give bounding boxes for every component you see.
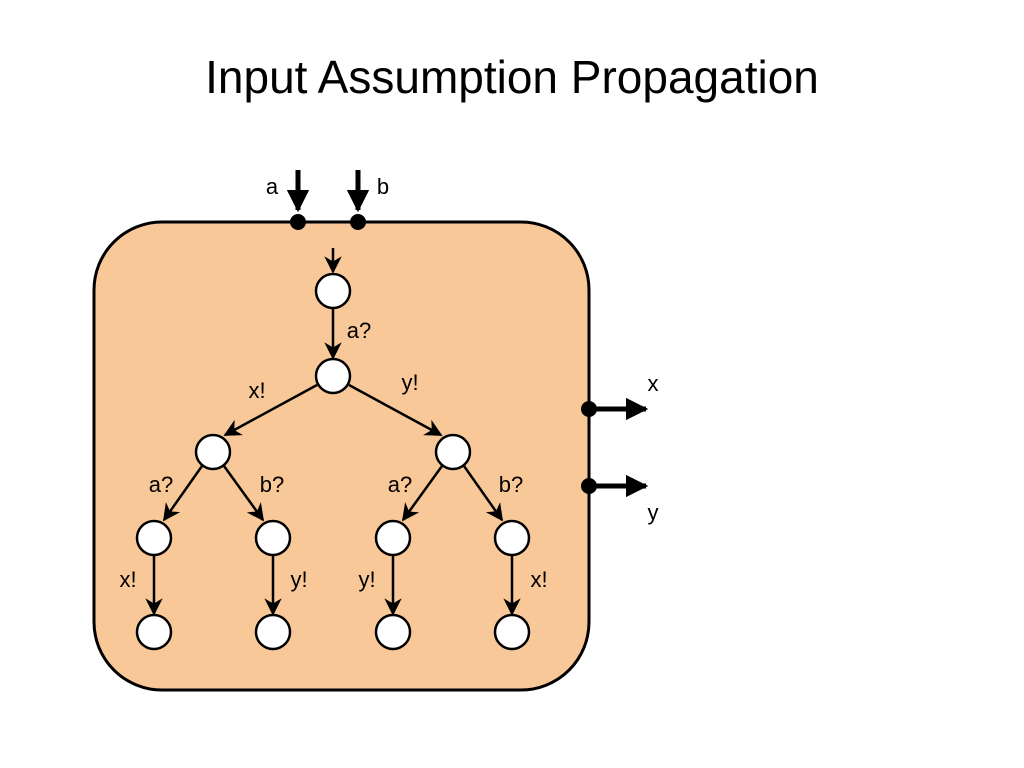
edge-label-left-lr: b? <box>260 472 284 497</box>
input-a-label: a <box>266 174 279 199</box>
state-lr <box>254 519 292 557</box>
slide-title: Input Assumption Propagation <box>205 51 819 103</box>
state-rl <box>374 519 412 557</box>
edge-label-ll-leaf: x! <box>119 567 136 592</box>
edge-label-rr-leaf: x! <box>530 567 547 592</box>
edge-label-root-n1: a? <box>347 318 371 343</box>
module-box <box>92 220 591 692</box>
state-ll-leaf <box>135 613 173 651</box>
edge-label-lr-leaf: y! <box>290 567 307 592</box>
state-root <box>314 272 352 310</box>
input-b-port <box>350 214 366 230</box>
edge-n1-left <box>223 383 318 437</box>
edge-label-rl-leaf: y! <box>358 567 375 592</box>
state-rr-leaf <box>493 613 531 651</box>
edge-left-ll <box>162 465 204 522</box>
state-lr-leaf <box>254 613 292 651</box>
edge-label-left-ll: a? <box>149 472 173 497</box>
edge-label-n1-right: y! <box>401 370 418 395</box>
edge-n1-right <box>348 383 443 437</box>
edge-right-rr <box>462 465 504 522</box>
state-ll <box>135 519 173 557</box>
input-b-label: b <box>377 174 389 199</box>
output-x-label: x <box>648 371 659 396</box>
input-a-port <box>290 214 306 230</box>
edge-left-lr <box>222 465 265 522</box>
state-rl-leaf <box>374 613 412 651</box>
edge-label-right-rl: a? <box>388 472 412 497</box>
edge-right-rl <box>401 465 444 522</box>
state-n1 <box>314 357 352 395</box>
state-rr <box>493 519 531 557</box>
edge-label-right-rr: b? <box>499 472 523 497</box>
output-y-label: y <box>648 500 659 525</box>
state-left <box>194 433 232 471</box>
edge-label-n1-left: x! <box>248 378 265 403</box>
state-right <box>434 433 472 471</box>
